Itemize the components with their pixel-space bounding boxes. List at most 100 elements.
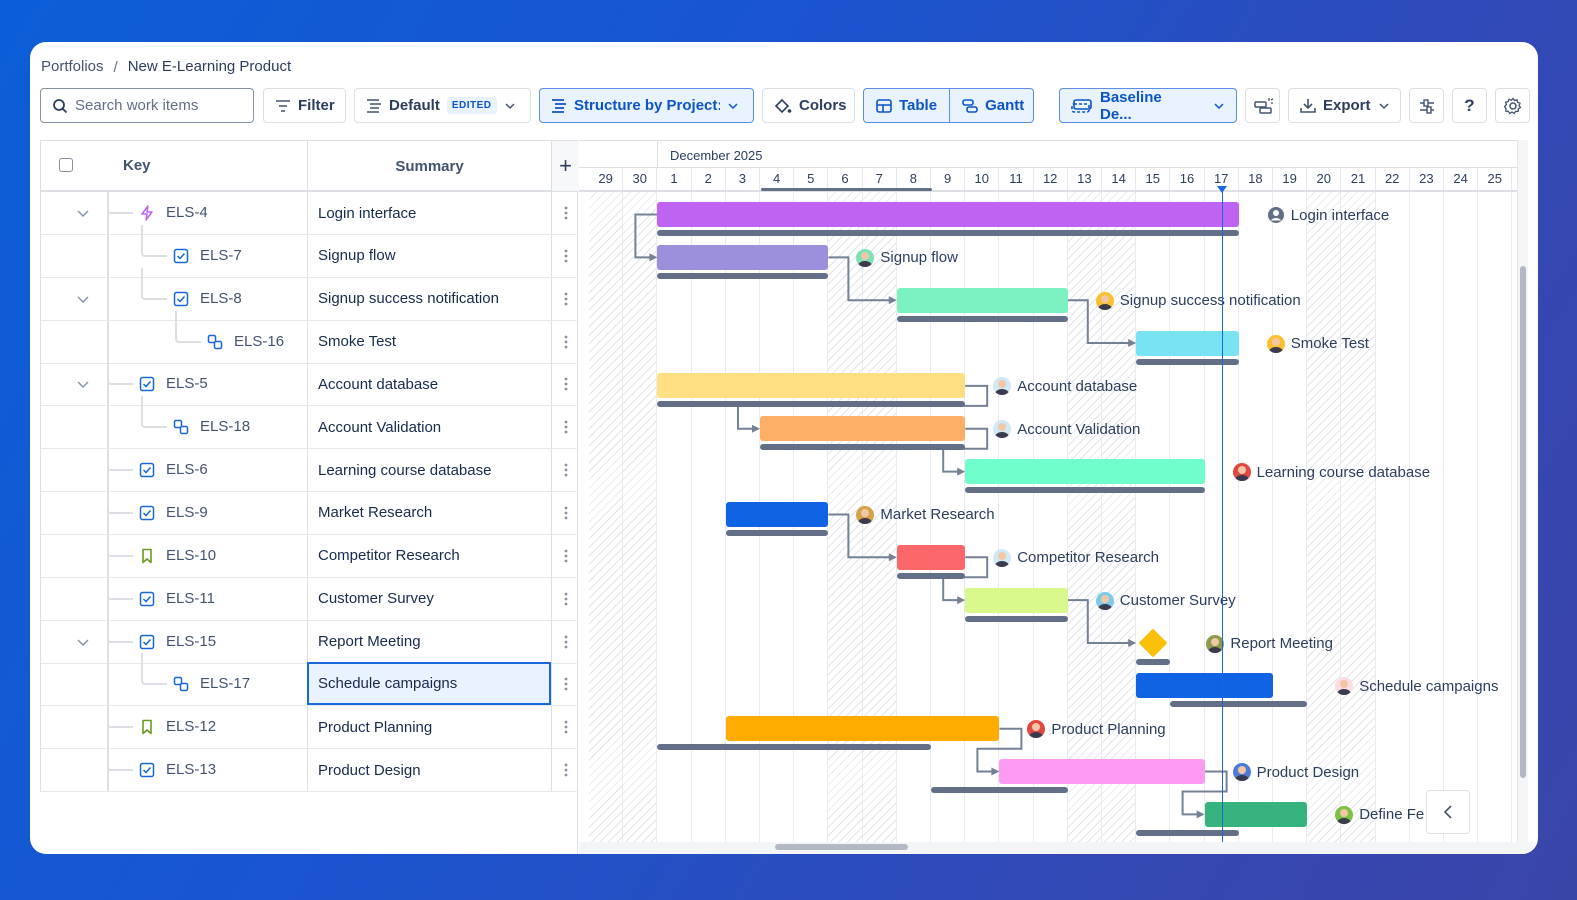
assignee-avatar[interactable] (1206, 634, 1225, 653)
summary-cell[interactable]: Schedule campaigns (307, 662, 551, 706)
gantt-bar[interactable] (1204, 801, 1308, 827)
assignee-avatar[interactable] (1232, 763, 1251, 782)
table-row[interactable]: ELS-4 Login interface (40, 192, 578, 235)
gantt-toggle[interactable]: Gantt (949, 89, 1033, 122)
gantt-bar[interactable] (965, 587, 1068, 613)
assignee-avatar[interactable] (1095, 291, 1114, 310)
search-input[interactable]: Search work items (40, 88, 254, 123)
assignee-avatar[interactable] (856, 505, 875, 524)
view-selector[interactable]: Default EDITED (354, 88, 531, 123)
summary-cell[interactable]: Signup flow (307, 234, 551, 277)
row-menu-button[interactable] (551, 620, 579, 663)
issue-key[interactable]: ELS-5 (166, 375, 208, 393)
chevron-down-icon[interactable] (75, 205, 91, 221)
summary-cell[interactable]: Market Research (307, 491, 551, 534)
row-menu-button[interactable] (551, 663, 579, 706)
assignee-avatar[interactable] (993, 548, 1012, 567)
display-settings-button[interactable] (1409, 88, 1444, 123)
row-menu-button[interactable] (551, 534, 579, 577)
table-row[interactable]: ELS-18 Account Validation (40, 396, 579, 450)
gantt-horizontal-scrollbar[interactable] (775, 844, 908, 850)
breadcrumb-current[interactable]: New E-Learning Product (127, 57, 292, 75)
chevron-down-icon[interactable] (75, 291, 91, 307)
gantt-bar[interactable] (760, 416, 966, 442)
filter-button[interactable]: Filter (263, 88, 346, 123)
gantt-bar[interactable] (896, 287, 1068, 313)
issue-key[interactable]: ELS-18 (200, 418, 251, 436)
issue-key[interactable]: ELS-4 (166, 204, 208, 221)
gantt-bar[interactable] (725, 501, 829, 527)
gantt-bar[interactable] (657, 202, 1239, 227)
gantt-bar[interactable] (725, 716, 1000, 742)
assignee-avatar[interactable] (1027, 720, 1046, 739)
summary-column-header[interactable]: Summary (307, 141, 551, 191)
issue-key[interactable]: ELS-11 (166, 589, 215, 607)
table-row[interactable]: ELS-5 Account database (40, 363, 579, 407)
table-row[interactable]: ELS-11 Customer Survey (40, 577, 579, 621)
export-button[interactable]: Export (1288, 88, 1401, 123)
settings-button[interactable] (1495, 88, 1530, 123)
gantt-bar[interactable] (1136, 330, 1239, 356)
row-menu-button[interactable] (551, 406, 579, 449)
table-row[interactable]: ELS-9 Market Research (40, 491, 579, 535)
issue-key[interactable]: ELS-6 (166, 461, 208, 479)
issue-key[interactable]: ELS-15 (166, 632, 217, 650)
gantt-bar[interactable] (999, 759, 1205, 785)
summary-cell[interactable]: Smoke Test (307, 320, 551, 363)
assignee-avatar[interactable] (1232, 463, 1251, 482)
row-menu-button[interactable] (551, 706, 579, 749)
table-row[interactable]: ELS-15 Report Meeting (40, 620, 579, 664)
issue-key[interactable]: ELS-8 (200, 289, 242, 307)
table-row[interactable]: ELS-6 Learning course database (40, 449, 579, 493)
row-menu-button[interactable] (551, 363, 579, 406)
issue-key[interactable]: ELS-12 (166, 718, 217, 736)
issue-key[interactable]: ELS-13 (166, 761, 217, 779)
table-row[interactable]: ELS-10 Competitor Research (40, 534, 579, 578)
issue-key[interactable]: ELS-9 (166, 503, 208, 521)
add-column-button[interactable]: + (551, 141, 579, 191)
issue-key[interactable]: ELS-7 (200, 246, 242, 264)
issue-key[interactable]: ELS-10 (166, 546, 217, 564)
table-row[interactable]: ELS-13 Product Design (40, 749, 579, 793)
table-row[interactable]: ELS-16 Smoke Test (40, 310, 579, 364)
table-row[interactable]: ELS-7 Signup flow (40, 224, 579, 278)
summary-cell[interactable]: Learning course database (307, 449, 551, 492)
table-row[interactable]: ELS-8 Signup success notification (40, 267, 579, 321)
summary-cell[interactable]: Product Design (307, 749, 551, 792)
gantt-bar[interactable] (965, 459, 1205, 485)
row-menu-button[interactable] (551, 320, 579, 363)
summary-cell[interactable]: Account Validation (307, 406, 551, 449)
gantt-bar[interactable] (896, 544, 966, 570)
chevron-down-icon[interactable] (75, 634, 91, 650)
assignee-avatar[interactable] (1266, 334, 1285, 353)
assignee-avatar[interactable] (1335, 677, 1354, 696)
collapse-panel-button[interactable] (1426, 790, 1470, 834)
breadcrumb-portfolios[interactable]: Portfolios (41, 57, 104, 75)
summary-cell[interactable]: Login interface (307, 192, 551, 234)
table-toggle[interactable]: Table (864, 89, 949, 122)
gantt-bar[interactable] (1136, 673, 1273, 699)
assignee-avatar[interactable] (993, 420, 1012, 439)
gantt-bar[interactable] (657, 373, 966, 399)
issue-key[interactable]: ELS-16 (234, 332, 285, 350)
row-menu-button[interactable] (551, 449, 579, 492)
row-menu-button[interactable] (551, 749, 579, 792)
row-menu-button[interactable] (551, 491, 579, 534)
select-all-checkbox[interactable] (59, 158, 73, 172)
summary-cell[interactable]: Account database (307, 363, 551, 406)
summary-cell[interactable]: Report Meeting (307, 620, 551, 663)
assignee-avatar[interactable] (1335, 805, 1354, 824)
baseline-selector[interactable]: Baseline De... (1059, 88, 1237, 123)
row-menu-button[interactable] (551, 577, 579, 620)
help-button[interactable]: ? (1452, 88, 1487, 123)
critical-path-button[interactable] (1245, 88, 1280, 123)
key-column-header[interactable]: Key (123, 157, 151, 174)
summary-cell[interactable]: Competitor Research (307, 534, 551, 577)
row-menu-button[interactable] (551, 277, 579, 320)
summary-cell[interactable]: Customer Survey (307, 577, 551, 620)
row-menu-button[interactable] (551, 234, 579, 277)
summary-cell[interactable]: Signup success notification (307, 277, 551, 320)
row-menu-button[interactable] (551, 192, 579, 234)
assignee-avatar[interactable] (993, 377, 1012, 396)
